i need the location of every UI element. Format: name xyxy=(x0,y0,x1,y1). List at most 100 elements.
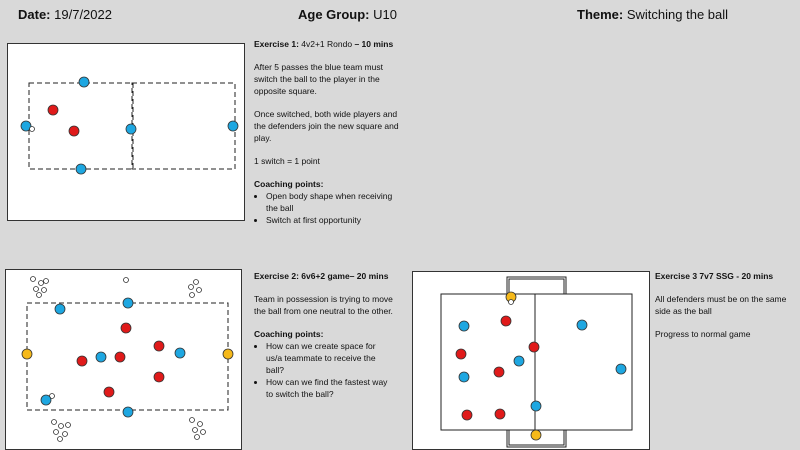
exercise3-paragraph-2: Progress to normal game xyxy=(655,329,751,339)
exercise1-paragraph-2: Once switched, both wide players and the… xyxy=(254,109,399,143)
red-player xyxy=(500,315,512,327)
red-player xyxy=(103,386,115,398)
goal-top xyxy=(506,276,567,295)
blue-player xyxy=(75,163,87,175)
blue-player xyxy=(513,355,525,367)
red-player xyxy=(461,409,473,421)
exercise1-title-duration: – 10 mins xyxy=(354,39,394,49)
ball xyxy=(508,299,514,305)
rondo-square-right xyxy=(131,82,236,170)
ball xyxy=(65,422,71,428)
exercise3-paragraph-1: All defenders must be on the same side a… xyxy=(655,294,787,316)
ball xyxy=(62,431,68,437)
ball xyxy=(200,429,206,435)
age-group-header: Age Group: U10 xyxy=(298,7,397,22)
ball xyxy=(197,421,203,427)
goal-top-inner xyxy=(508,278,565,295)
ball xyxy=(189,292,195,298)
red-player xyxy=(120,322,132,334)
ball xyxy=(41,287,47,293)
exercise2-paragraph-1: Team in possession is trying to move the… xyxy=(254,294,393,316)
blue-player xyxy=(40,394,52,406)
ball xyxy=(43,278,49,284)
coaching-point: Switch at first opportunity xyxy=(266,214,399,226)
exercise1-text: Exercise 1: 4v2+1 Rondo – 10 mins After … xyxy=(254,38,399,226)
neutral-player xyxy=(21,348,33,360)
ball xyxy=(53,429,59,435)
ball xyxy=(192,427,198,433)
red-player xyxy=(76,355,88,367)
ball xyxy=(194,434,200,440)
ball xyxy=(29,126,35,132)
rondo-square-left xyxy=(28,82,134,170)
ball xyxy=(196,287,202,293)
blue-player xyxy=(458,371,470,383)
blue-player xyxy=(530,400,542,412)
ball xyxy=(189,417,195,423)
ball xyxy=(38,280,44,286)
exercise3-diagram xyxy=(412,271,650,450)
red-player xyxy=(494,408,506,420)
exercise1-coaching-list: Open body shape when receiving the ball … xyxy=(254,190,399,226)
exercise2-diagram xyxy=(5,269,242,450)
exercise1-title: Exercise 1: 4v2+1 Rondo – 10 mins xyxy=(254,38,399,50)
ball xyxy=(36,292,42,298)
ball xyxy=(188,284,194,290)
exercise1-diagram xyxy=(7,43,245,221)
age-group-label: Age Group: xyxy=(298,7,370,22)
coaching-point: How can we create space for us/a teammat… xyxy=(266,340,394,376)
neutral-player xyxy=(222,348,234,360)
blue-player xyxy=(20,120,32,132)
red-player xyxy=(528,341,540,353)
coaching-point: How can we find the fastest way to switc… xyxy=(266,376,394,400)
exercise1-title-name: 4v2+1 Rondo xyxy=(298,39,355,49)
red-player xyxy=(153,371,165,383)
red-player xyxy=(455,348,467,360)
exercise3-text: Exercise 3 7v7 SSG - 20 mins All defende… xyxy=(655,270,790,351)
exercise2-text: Exercise 2: 6v6+2 game– 20 mins Team in … xyxy=(254,270,394,400)
coaching-point: Open body shape when receiving the ball xyxy=(266,190,399,214)
ball xyxy=(30,276,36,282)
exercise2-coaching-title: Coaching points: xyxy=(254,329,324,339)
blue-player xyxy=(122,406,134,418)
exercise3-svg xyxy=(440,276,633,448)
exercise3-title: Exercise 3 7v7 SSG - 20 mins xyxy=(655,271,774,281)
blue-player xyxy=(125,123,137,135)
red-player xyxy=(114,351,126,363)
ball xyxy=(33,286,39,292)
ball xyxy=(51,419,57,425)
exercise2-title: Exercise 2: 6v6+2 game– 20 mins xyxy=(254,271,389,281)
blue-player xyxy=(122,297,134,309)
ball xyxy=(58,423,64,429)
ball xyxy=(57,436,63,442)
theme-label: Theme: xyxy=(577,7,624,22)
blue-player xyxy=(615,363,627,375)
date-value: 19/7/2022 xyxy=(54,7,112,22)
blue-player xyxy=(78,76,90,88)
blue-player xyxy=(95,351,107,363)
exercise1-svg xyxy=(20,76,239,175)
red-player xyxy=(68,125,80,137)
date-label: Date: xyxy=(18,7,51,22)
exercise2-svg xyxy=(21,276,234,442)
theme-header: Theme: Switching the ball xyxy=(577,7,728,22)
exercise2-coaching-list: How can we create space for us/a teammat… xyxy=(254,340,394,400)
date-header: Date: 19/7/2022 xyxy=(18,7,112,22)
blue-player xyxy=(227,120,239,132)
theme-value: Switching the ball xyxy=(626,7,729,22)
exercise1-coaching-title: Coaching points: xyxy=(254,179,324,189)
goalkeeper xyxy=(530,429,542,441)
exercise1-title-label: Exercise 1: xyxy=(254,39,299,49)
red-player xyxy=(153,340,165,352)
ball xyxy=(193,279,199,285)
blue-player xyxy=(174,347,186,359)
red-player xyxy=(493,366,505,378)
blue-player xyxy=(576,319,588,331)
blue-player xyxy=(54,303,66,315)
exercise1-paragraph-1: After 5 passes the blue team must switch… xyxy=(254,62,383,96)
red-player xyxy=(47,104,59,116)
ball xyxy=(123,277,129,283)
exercise1-paragraph-3: 1 switch = 1 point xyxy=(254,156,320,166)
game-area xyxy=(26,302,229,411)
blue-player xyxy=(458,320,470,332)
